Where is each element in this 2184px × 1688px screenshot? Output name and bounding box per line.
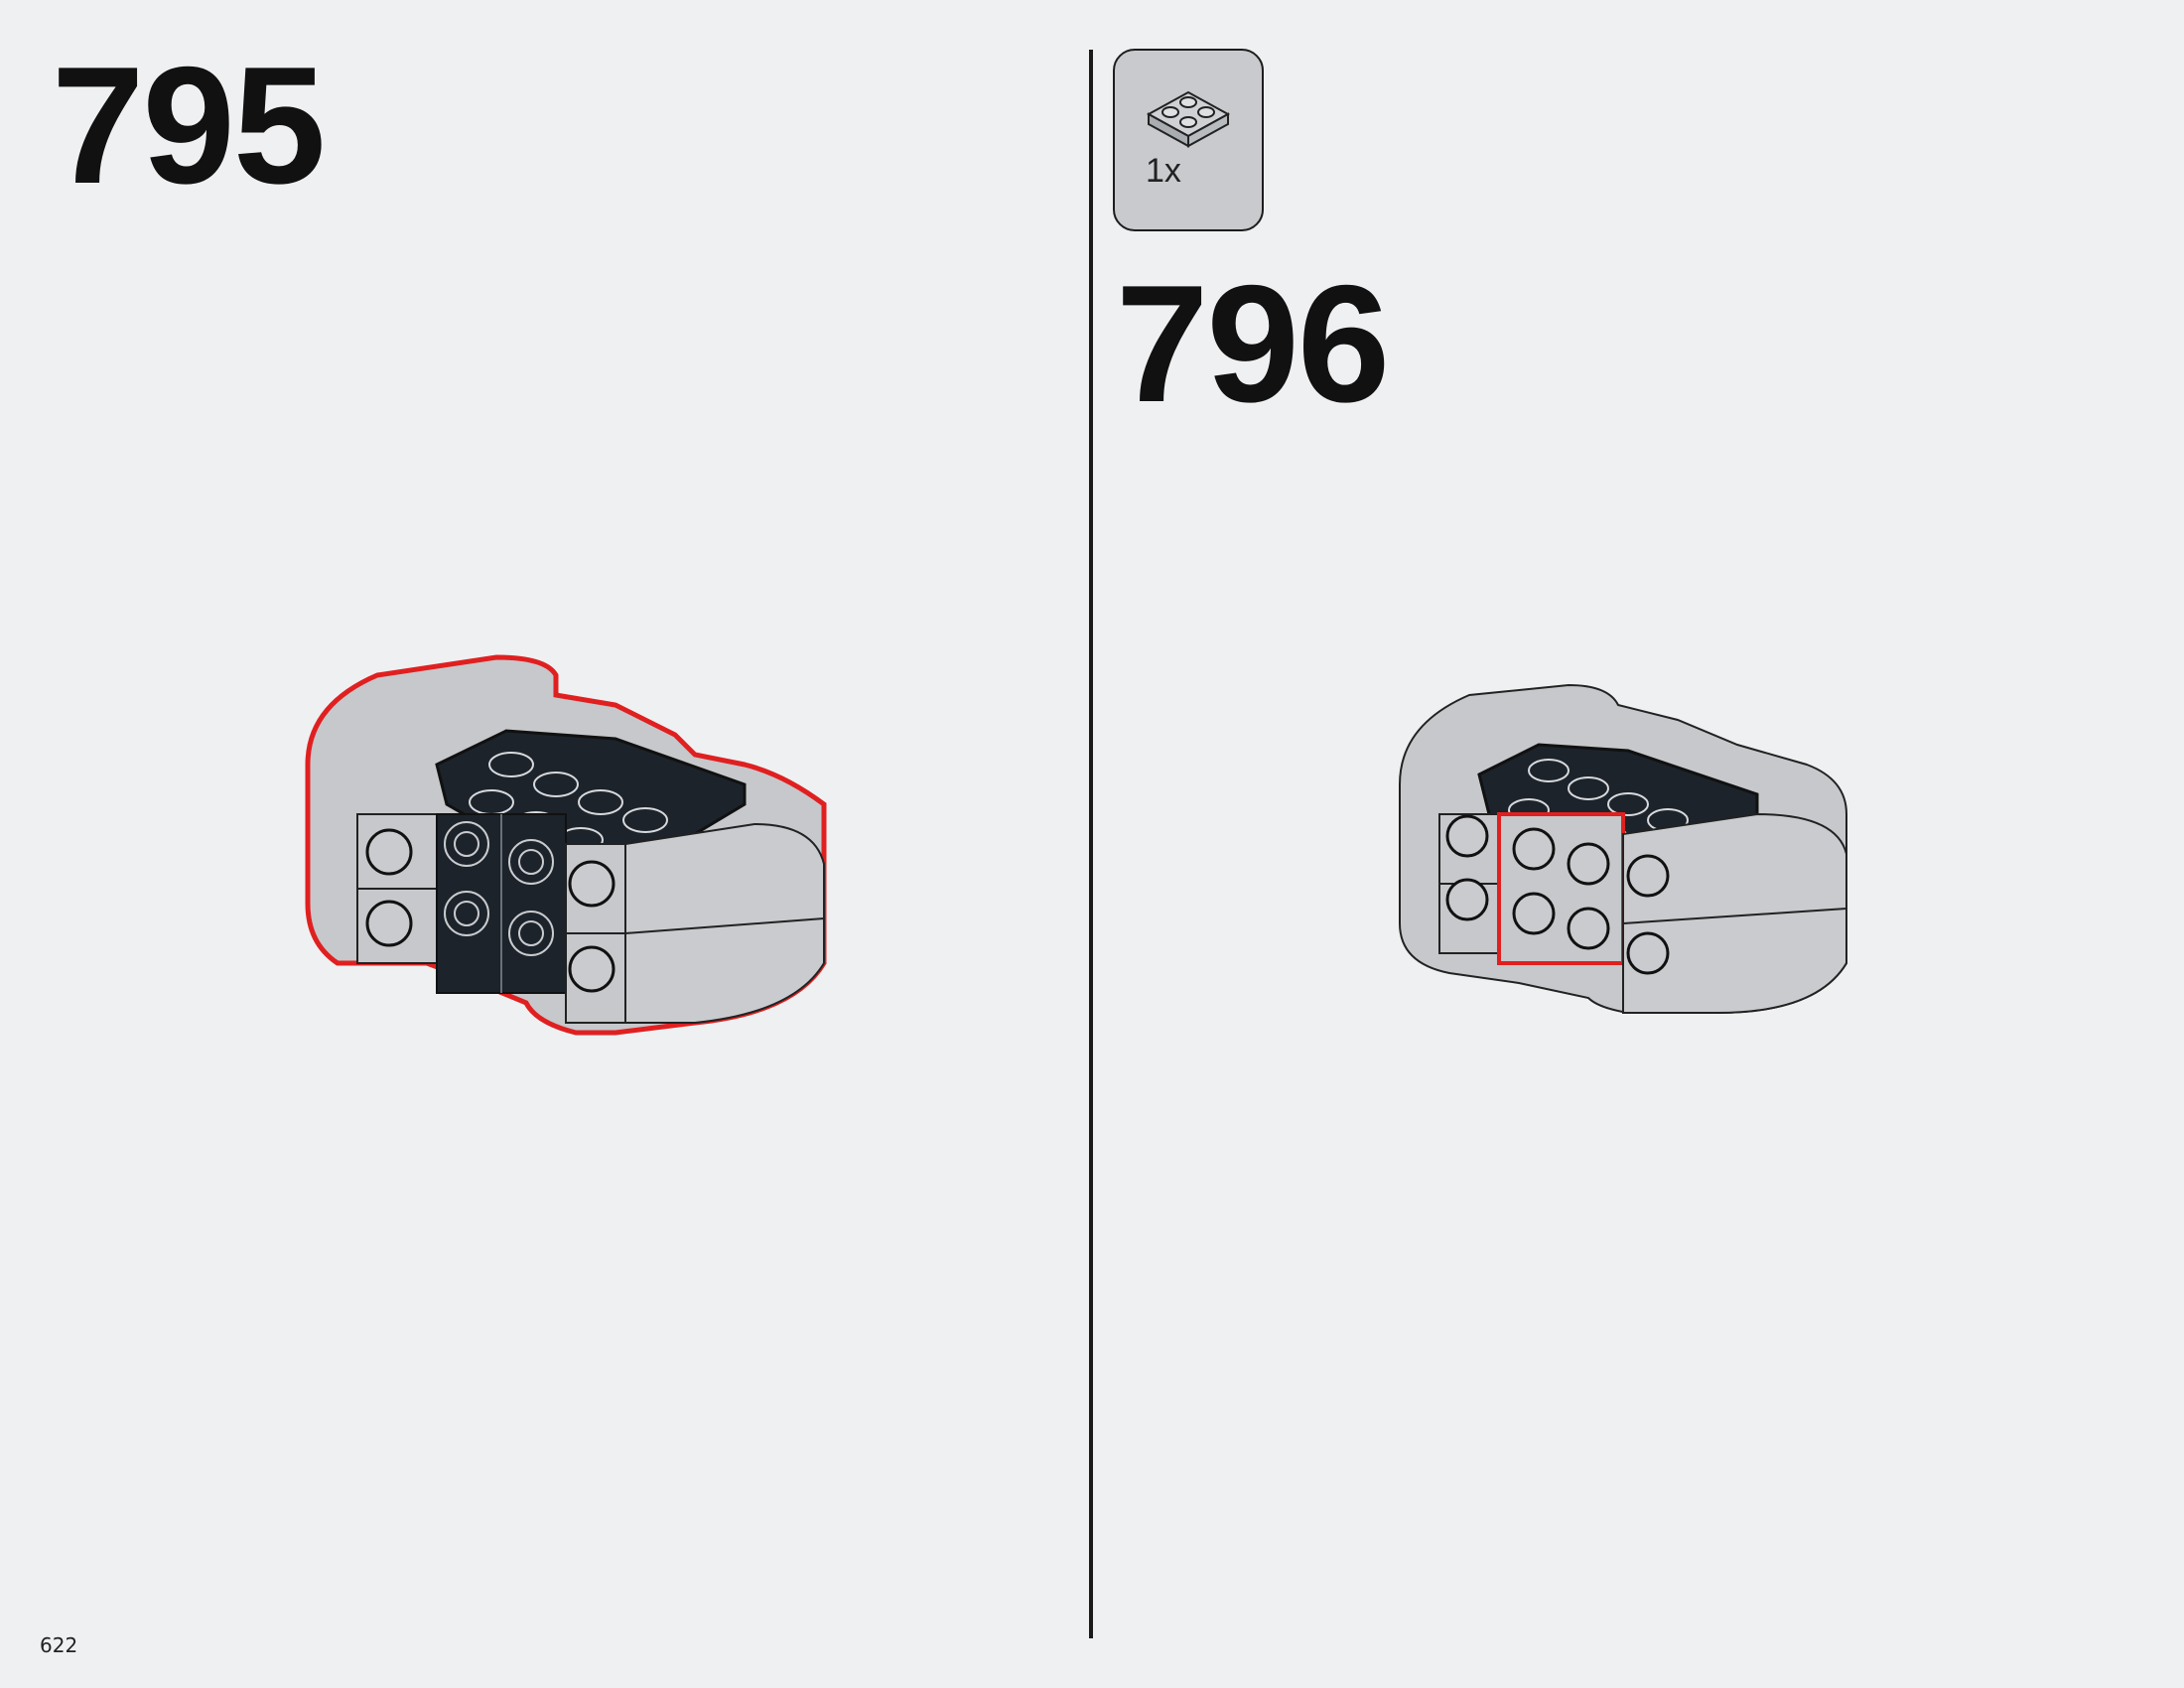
step-number-796: 796 (1116, 250, 1390, 437)
page-number: 622 (40, 1633, 78, 1657)
part-quantity: 1x (1146, 152, 1181, 190)
plate-2x2-light-gray-icon (1146, 90, 1231, 148)
panel-divider (1089, 50, 1093, 1638)
parts-callout: 1x (1113, 49, 1264, 231)
model-illustration-step-795 (305, 654, 827, 1036)
model-illustration-step-796 (1399, 683, 1847, 1014)
step-number-795: 795 (52, 32, 326, 218)
